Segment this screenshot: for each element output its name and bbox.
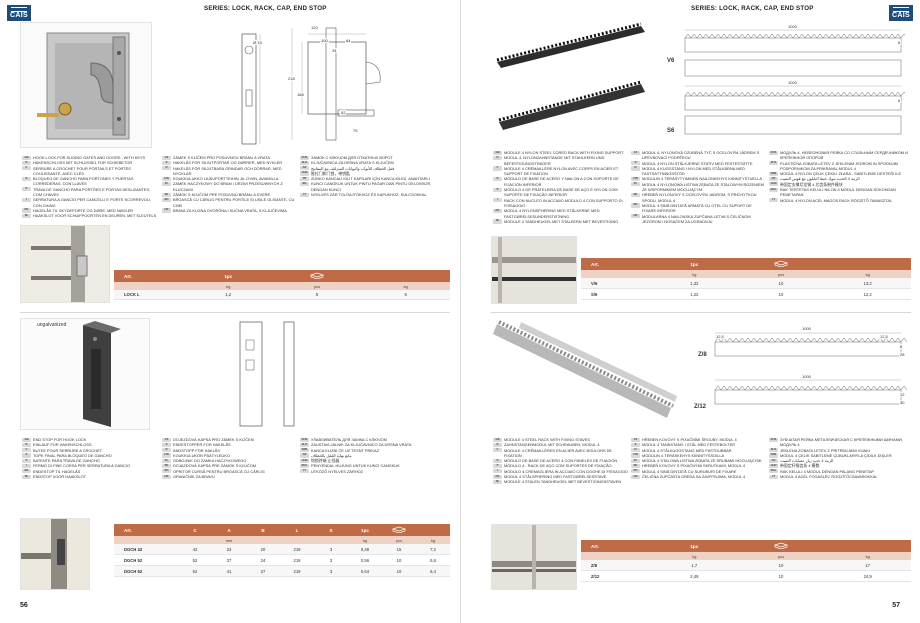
spec-subheader-row: mm kg pcs kg (114, 536, 450, 544)
lock-spec-table: Art. 1pc kg pcs kg LOCK L 1,2 5 6 (114, 270, 450, 300)
dim-label: 1000 (787, 24, 798, 29)
dim-label: 1000 (801, 374, 812, 379)
end-stop-installed-photo (20, 518, 90, 590)
box-icon (738, 260, 825, 268)
steel-rack-photo (491, 318, 681, 428)
dim-label: 12 (899, 392, 906, 397)
nylon-rack-illustration (496, 22, 645, 130)
rack-label: Z/12 (693, 404, 708, 410)
steel-rack-illustration (493, 320, 677, 418)
dim-label: 12,5 (715, 334, 725, 339)
dim-label: 12,5 (879, 334, 889, 339)
dim-label: 120 (310, 25, 319, 30)
left-page: CAIS SERIES: LOCK, RACK, CAP, END STOP 1… (7, 5, 450, 609)
end-stop-spec-table: Art. C A B L S 1pc mm kg pcs kg DGCH 42 … (114, 524, 450, 577)
spec-row: Z/12 2,49 10 24,9 (581, 571, 911, 582)
nylon-rack-photo (491, 22, 651, 138)
spec-row: DGCH 52 52 37 24 219 3 0,56 10 5,6 (114, 555, 450, 566)
steel-rack-gate-illustration (492, 525, 576, 589)
spec-subheader-row: kg pcs kg (581, 552, 911, 560)
end-stop-illustration (83, 321, 121, 427)
end-stop-side-drawing (283, 321, 295, 427)
spec-subheader-row: kg pcs kg (581, 270, 911, 278)
dim-label: 30 (899, 400, 906, 405)
page-number: 56 (20, 602, 28, 609)
spec-header-row: Art. 1pc (114, 270, 450, 282)
spec-subheader-row: kg pcs kg (114, 282, 450, 290)
spec-header-row: Art. 1pc (581, 540, 911, 552)
series-title: SERIES: LOCK, RACK, CAP, END STOP (204, 5, 327, 12)
dim-label: 100 (320, 38, 329, 43)
box-icon (273, 272, 362, 280)
dim-label: 218 (287, 76, 296, 81)
series-title: SERIES: LOCK, RACK, CAP, END STOP (691, 5, 814, 12)
spec-row: DGCH 42 42 33 20 219 3 0,48 15 7,2 (114, 544, 450, 555)
end-stop-front-drawing (239, 321, 263, 427)
page-number: 57 (892, 602, 900, 609)
spec-row: LOCK L 1,2 5 6 (114, 290, 450, 300)
dim-label: Ø 15 (252, 40, 263, 45)
dim-label: 92 (340, 110, 347, 115)
rack-gate-illustration (492, 237, 576, 303)
box-icon (382, 526, 416, 534)
ungalvanized-label: ungalvanized (36, 322, 68, 328)
rack-label: Z/8 (697, 352, 708, 358)
lock-side-drawing (291, 27, 381, 141)
right-page: CAIS SERIES: LOCK, RACK, CAP, END STOP V… (460, 0, 920, 623)
spec-row: Z/8 1,7 10 17 (581, 560, 911, 571)
dim-label: 8 (899, 344, 904, 349)
section-divider (20, 312, 450, 313)
end-stop-photo (20, 318, 150, 430)
dim-label: 1000 (787, 80, 798, 85)
gate-lock-illustration (21, 226, 109, 302)
steel-rack-drawings (714, 332, 907, 405)
hook-lock-photo (20, 22, 152, 148)
rack-label: V6 (666, 58, 676, 64)
rack-installed-photo (491, 236, 577, 304)
dim-label: 6 (897, 98, 902, 103)
box-icon (738, 542, 825, 550)
spec-header-row: Art. C A B L S 1pc (114, 524, 450, 536)
hook-lock-illustration (37, 32, 130, 140)
steel-rack-spec-table: Art. 1pc kg pcs kg Z/8 1,7 10 17 Z/12 2,… (581, 540, 911, 582)
rack-label: S6 (666, 128, 676, 134)
spec-row: S/6 1,22 10 12,2 (581, 289, 911, 300)
section-divider (491, 312, 911, 313)
post-end-stop-illustration (21, 519, 89, 589)
spec-row: V/6 1,32 10 13,2 (581, 278, 911, 289)
spec-row: DGCH 62 62 41 27 219 3 0,64 10 6,4 (114, 566, 450, 577)
dim-label: 84 (345, 38, 352, 43)
dim-label: 8 (897, 40, 902, 45)
dim-label: 34 (331, 48, 338, 53)
cais-logo: CAIS (7, 5, 31, 21)
steel-rack-installed-photo (491, 524, 577, 590)
lock-installed-photo (20, 225, 110, 303)
nylon-rack-spec-table: Art. 1pc kg pcs kg V/6 1,32 10 13,2 S/6 … (581, 258, 911, 300)
nylon-rack-drawings (684, 29, 905, 135)
cais-logo: CAIS (889, 5, 913, 21)
dim-label: 1000 (801, 326, 812, 331)
spec-header-row: Art. 1pc (581, 258, 911, 270)
dim-label: 28 (899, 352, 906, 357)
lock-front-drawing (241, 33, 261, 145)
dim-label: 75 (352, 128, 359, 133)
dim-label: 188 (296, 92, 305, 97)
